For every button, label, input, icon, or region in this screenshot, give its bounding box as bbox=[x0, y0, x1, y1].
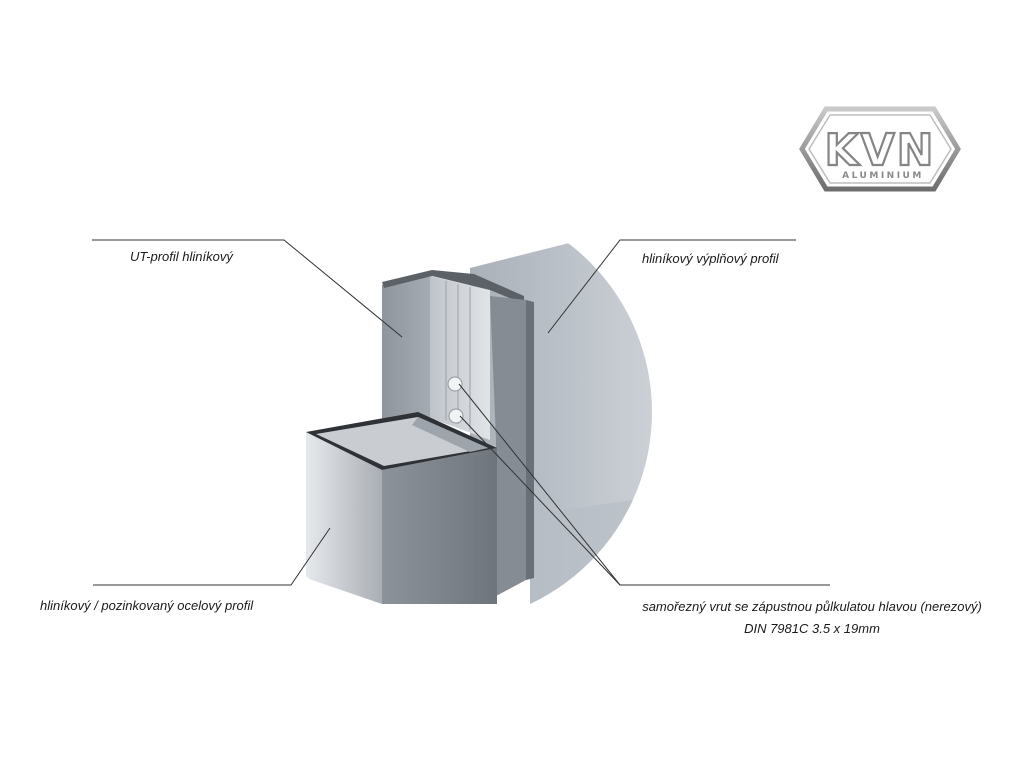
label-ut-profile: UT-profil hliníkový bbox=[130, 249, 233, 264]
leader-ut-profile bbox=[92, 239, 403, 338]
logo-hexagon bbox=[799, 106, 961, 192]
label-screw-spec: DIN 7981C 3.5 x 19mm bbox=[744, 621, 880, 636]
post-profile-front bbox=[306, 432, 382, 604]
leader-fill-profile bbox=[547, 239, 796, 334]
label-post-profile: hliníkový / pozinkovaný ocelový profil bbox=[40, 598, 254, 613]
post-profile-side bbox=[382, 448, 497, 604]
fill-panel-bottom-edge bbox=[530, 490, 652, 624]
ut-profile-right-face bbox=[526, 300, 534, 580]
leader-post-profile bbox=[93, 527, 331, 586]
logo-hexagon-inner bbox=[808, 114, 952, 184]
post-profile-inner-shadow bbox=[412, 417, 488, 452]
kvn-logo: KVN ALUMINIUM bbox=[799, 106, 961, 192]
ut-profile-right-flange bbox=[490, 296, 526, 596]
label-fill-profile: hliníkový výplňový profil bbox=[642, 251, 779, 266]
leader-screw-lower bbox=[459, 415, 621, 586]
ut-profile-left-flange bbox=[382, 272, 432, 430]
profile-illustration bbox=[228, 200, 652, 624]
logo-main-text: KVN bbox=[825, 125, 936, 176]
leader-lines bbox=[92, 239, 830, 586]
screw-head-upper bbox=[447, 376, 463, 392]
screw-head-lower bbox=[448, 408, 464, 424]
label-screw: samořezný vrut se zápustnou půlkulatou h… bbox=[642, 599, 982, 614]
logo-sub-text: ALUMINIUM bbox=[842, 171, 924, 181]
ut-profile-top-edge bbox=[382, 270, 524, 304]
ut-profile-channel bbox=[430, 276, 490, 440]
